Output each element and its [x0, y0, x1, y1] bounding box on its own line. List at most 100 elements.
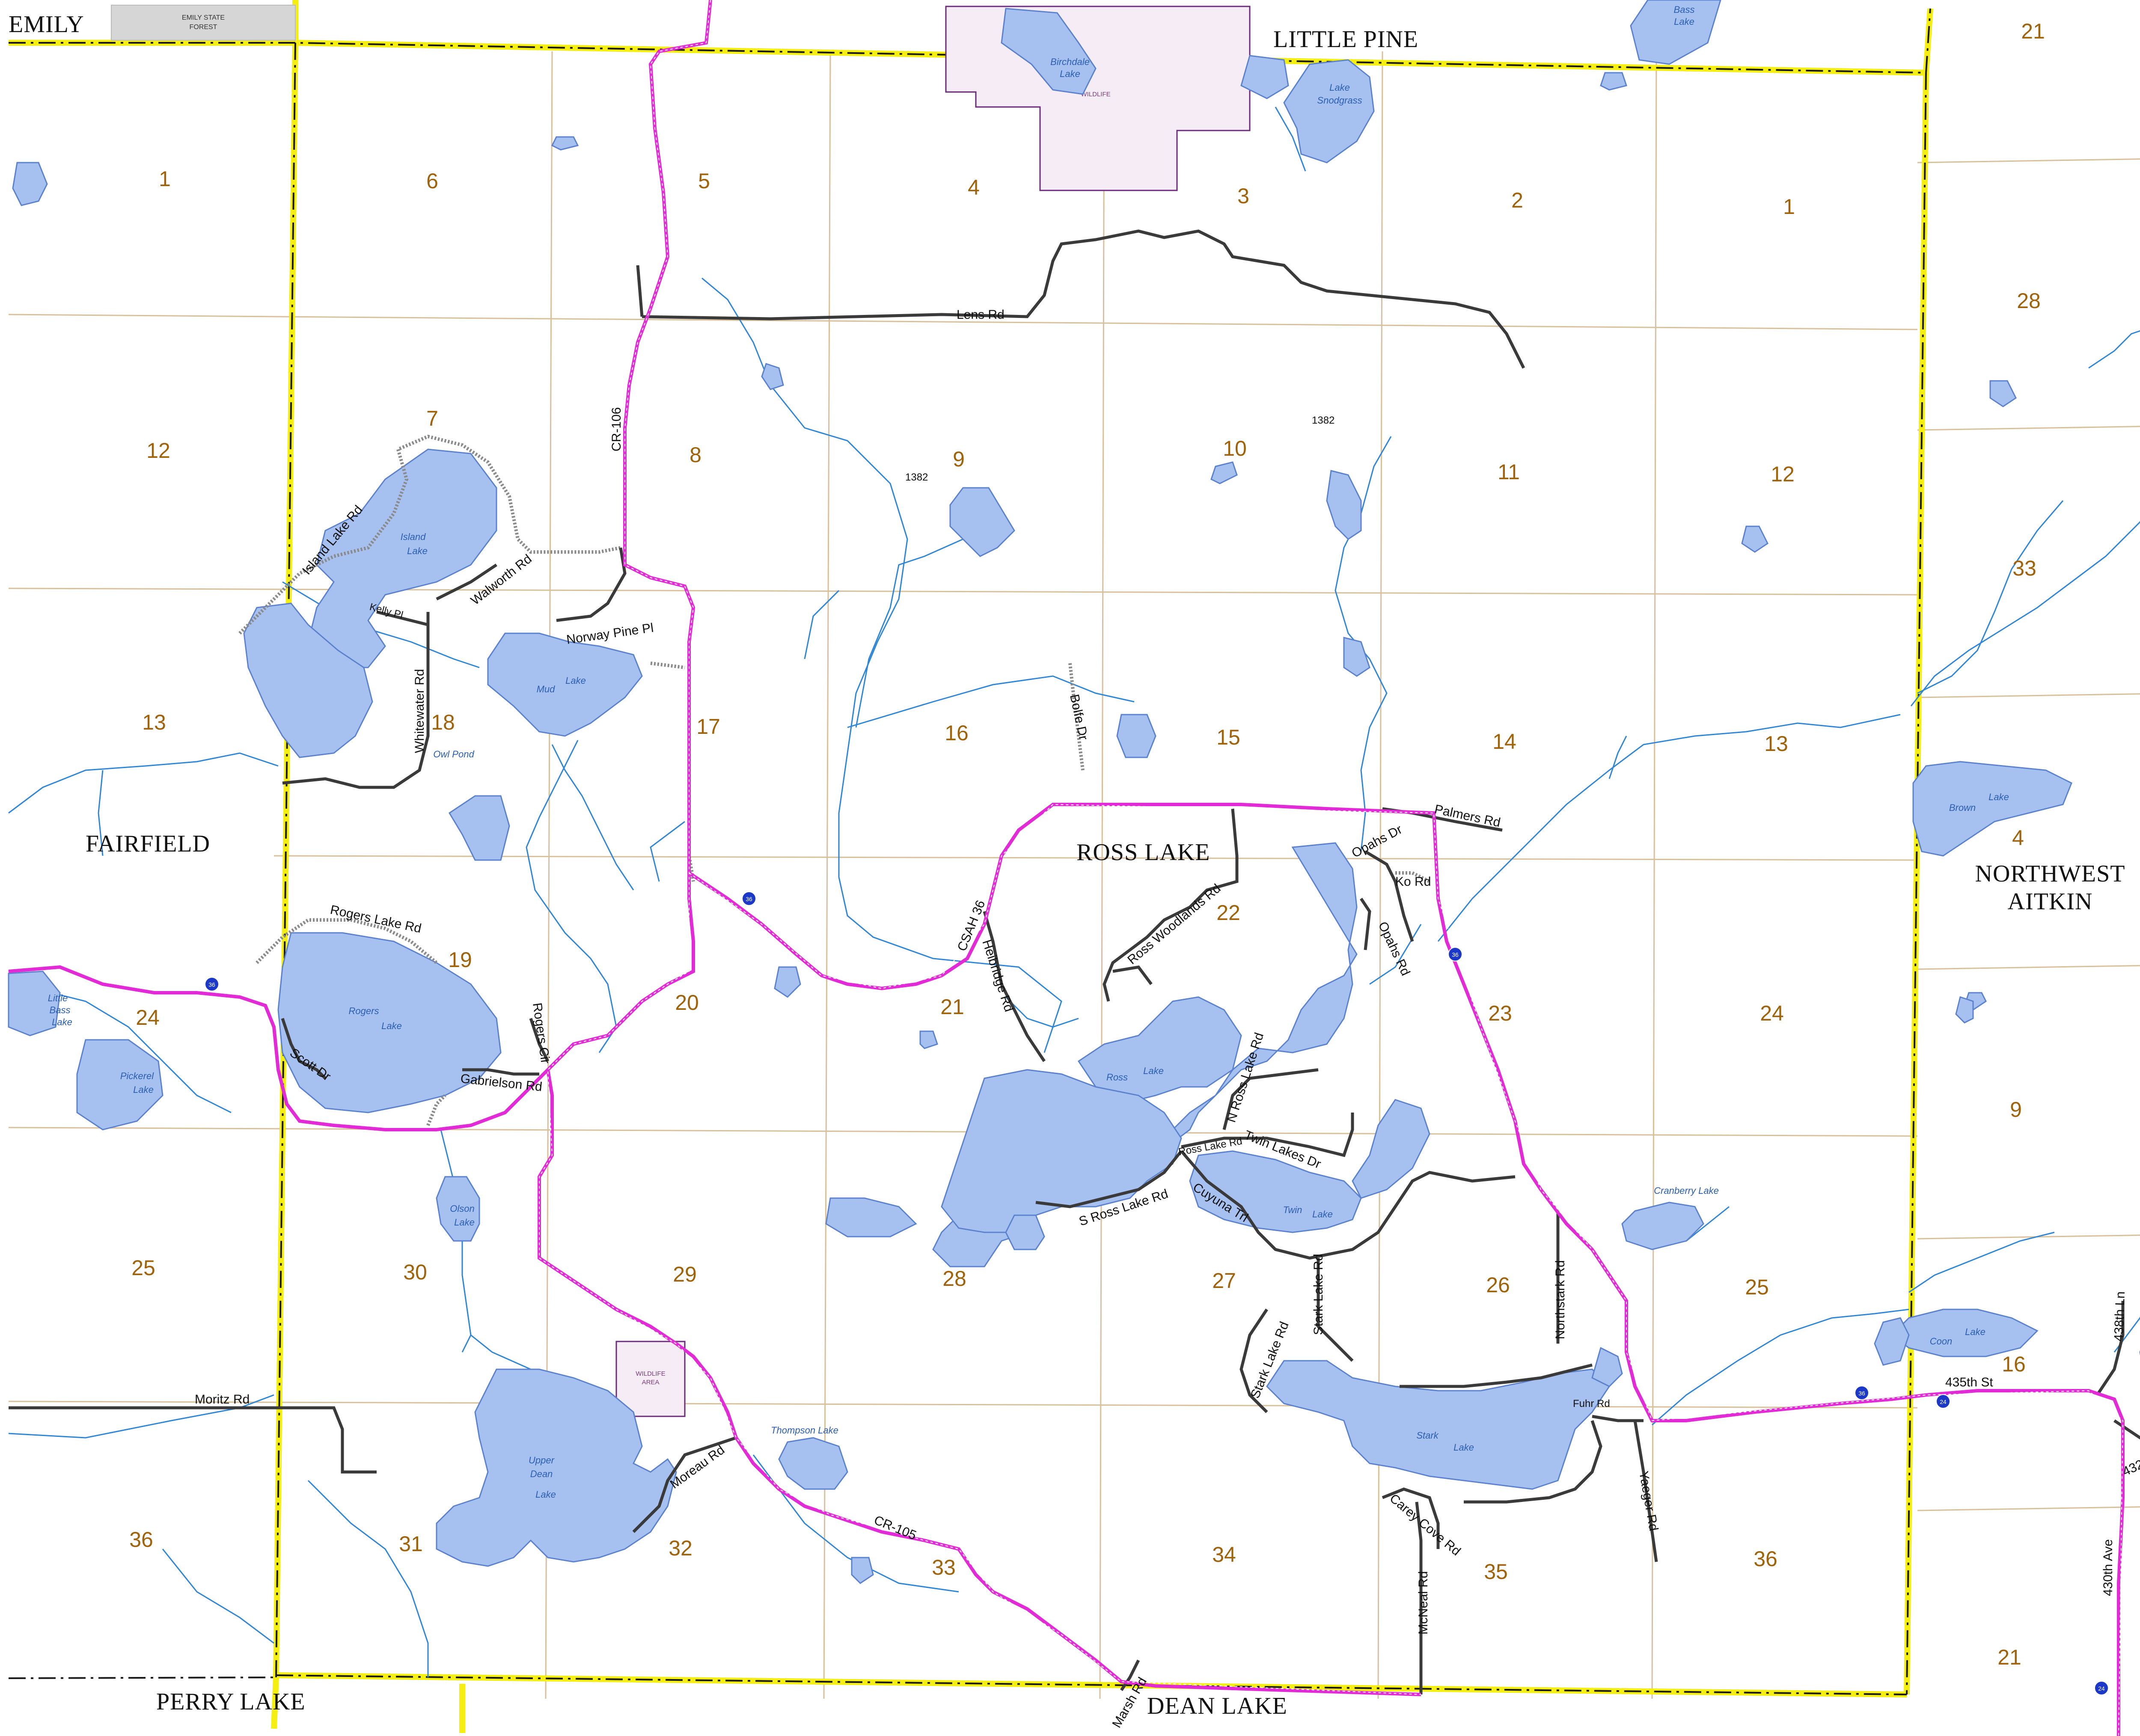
stream-15 — [470, 1334, 531, 1370]
section9-pond-shape — [949, 487, 1015, 557]
island-lake-shape — [307, 448, 497, 668]
gabrielson-rd-line — [462, 1068, 539, 1076]
section-16: 16 — [945, 721, 969, 745]
section-29: 29 — [673, 1262, 697, 1286]
snodgrass-lake-shape — [1283, 59, 1375, 163]
rogers-lake-trail — [426, 1094, 446, 1126]
section-grid — [8, 8, 2140, 1699]
bass-lake-shape — [1630, 0, 1721, 65]
stream-11 — [1908, 1232, 2055, 1293]
section-28: 28 — [942, 1267, 966, 1291]
lake-label-thompson: Thompson Lake — [771, 1425, 838, 1436]
section-13: 13 — [1764, 732, 1788, 756]
stream-9 — [2088, 330, 2140, 369]
section-3: 3 — [1237, 184, 1249, 208]
section-14: 14 — [1492, 730, 1516, 754]
stream-21 — [8, 752, 279, 814]
section-21-e: 21 — [1997, 1645, 2021, 1669]
lakes — [8, 0, 2140, 1584]
stream-17 — [307, 1480, 429, 1677]
heibridge-rd-line — [983, 911, 1046, 1062]
section11-pond-shape — [1326, 470, 1362, 540]
section-24-w: 24 — [136, 1006, 160, 1030]
ross-woodlands-spur — [1112, 965, 1153, 985]
n-ross-lake-rd-line — [1222, 1068, 1319, 1130]
section-26: 26 — [1486, 1273, 1510, 1297]
section8-pond-shape — [761, 363, 784, 390]
lake-label-upper-dean-2: Dean — [530, 1469, 553, 1479]
stark-north-rd-line — [1400, 1363, 1593, 1388]
lake-label-brown-1: Brown — [1949, 802, 1976, 813]
kelly-pl-line — [376, 610, 428, 626]
township-ross-lake: ROSS LAKE — [1076, 839, 1210, 866]
route-24-shield-1: 24 — [1936, 1394, 1950, 1409]
route-36-shield-4-label: 36 — [1858, 1390, 1865, 1397]
township-little-pine: LITTLE PINE — [1273, 26, 1418, 53]
route-36-shield-2-label: 36 — [746, 896, 752, 902]
elevation-label-2: 1382 — [1312, 415, 1335, 426]
lake-label-olson-1: Olson — [450, 1203, 474, 1214]
stream-2 — [855, 538, 963, 728]
section14-pond-shape — [1343, 637, 1370, 677]
road-label-cr-106: CR-106 — [609, 407, 624, 451]
road-label-whitewater-rd: Whitewater Rd — [413, 669, 427, 753]
road-label-435th-st: 435th St — [1945, 1375, 1993, 1389]
section-7: 7 — [426, 407, 438, 430]
section21-pond2-shape — [919, 1030, 938, 1049]
nw-pond-shape — [12, 162, 48, 206]
section9-aitkin-pond2-shape — [1955, 996, 1974, 1024]
route-24-shield-2: 24 — [2094, 1681, 2109, 1695]
section-31: 31 — [399, 1532, 423, 1556]
island-lake-south-shape — [243, 602, 373, 758]
section28-pond-shape — [1989, 380, 2017, 407]
section21-pond-shape — [774, 966, 801, 998]
lake-label-stark-1: Stark — [1416, 1430, 1439, 1441]
lake-label-brown-2: Lake — [1988, 792, 2009, 802]
section-1-w: 1 — [159, 167, 171, 191]
section-23: 23 — [1488, 1001, 1512, 1025]
lake-labels: Bass Lake Birchdale Lake Lake Snodgrass … — [48, 4, 2009, 1500]
lake-label-little-bass-2: Bass — [50, 1005, 71, 1015]
mud-lake-shape — [487, 632, 643, 737]
lake-label-olson-2: Lake — [454, 1217, 475, 1228]
route-36-shield-2: 36 — [742, 891, 756, 906]
stream-22 — [98, 770, 104, 856]
section-21-ne: 21 — [2021, 19, 2045, 43]
section-10: 10 — [1223, 436, 1247, 460]
section-20: 20 — [675, 991, 699, 1015]
section-18: 18 — [431, 710, 455, 734]
road-label-fuhr-rd: Fuhr Rd — [1573, 1398, 1610, 1410]
stream-14 — [440, 1129, 472, 1353]
owl-pond-area-shape — [448, 795, 510, 861]
county-roads — [8, 0, 2125, 1736]
route-shields: 36 36 36 36 24 24 — [205, 891, 2109, 1695]
whitewater-rd-line — [282, 612, 430, 789]
route-36-shield-3: 36 — [1448, 947, 1462, 961]
section-21: 21 — [940, 995, 964, 1019]
route-24-shield-1-label: 24 — [1940, 1398, 1947, 1405]
fuhr-rd-line — [1464, 1420, 1602, 1504]
lake-label-birchdale-1: Birchdale — [1050, 56, 1090, 67]
section12-pond-shape — [1741, 525, 1768, 553]
road-label-stark-lake-rd: Stark Lake Rd — [1311, 1254, 1326, 1335]
432nd-ln-line — [2113, 1419, 2140, 1439]
stark-lake-shape — [1266, 1360, 1610, 1490]
lake-label-mud-1: Mud — [537, 684, 556, 694]
cr-106-and-105-line — [538, 0, 1421, 1696]
road-label-ko-rd: Ko Rd — [1395, 875, 1431, 889]
stream-23 — [282, 581, 480, 668]
stream-29 — [1005, 996, 1079, 1028]
section-4-e: 4 — [2012, 826, 2024, 850]
stream-18 — [8, 1394, 274, 1439]
section-4: 4 — [968, 175, 980, 199]
section1-pond-shape — [1600, 72, 1627, 91]
stream-6 — [1608, 736, 1627, 779]
s-ross-lake-rd-line — [1035, 1150, 1183, 1208]
lake-label-little-bass-3: Lake — [52, 1017, 72, 1027]
section-5: 5 — [698, 169, 710, 193]
csah-36-east-line — [688, 803, 2125, 1736]
ross-lake-shape — [941, 1069, 1182, 1233]
ross-lake-west-bay-shape — [825, 1197, 917, 1237]
wildlife-area-south-label-1: WILDLIFE — [636, 1370, 665, 1377]
road-label-mcneal-rd: McNeal Rd — [1416, 1571, 1430, 1635]
